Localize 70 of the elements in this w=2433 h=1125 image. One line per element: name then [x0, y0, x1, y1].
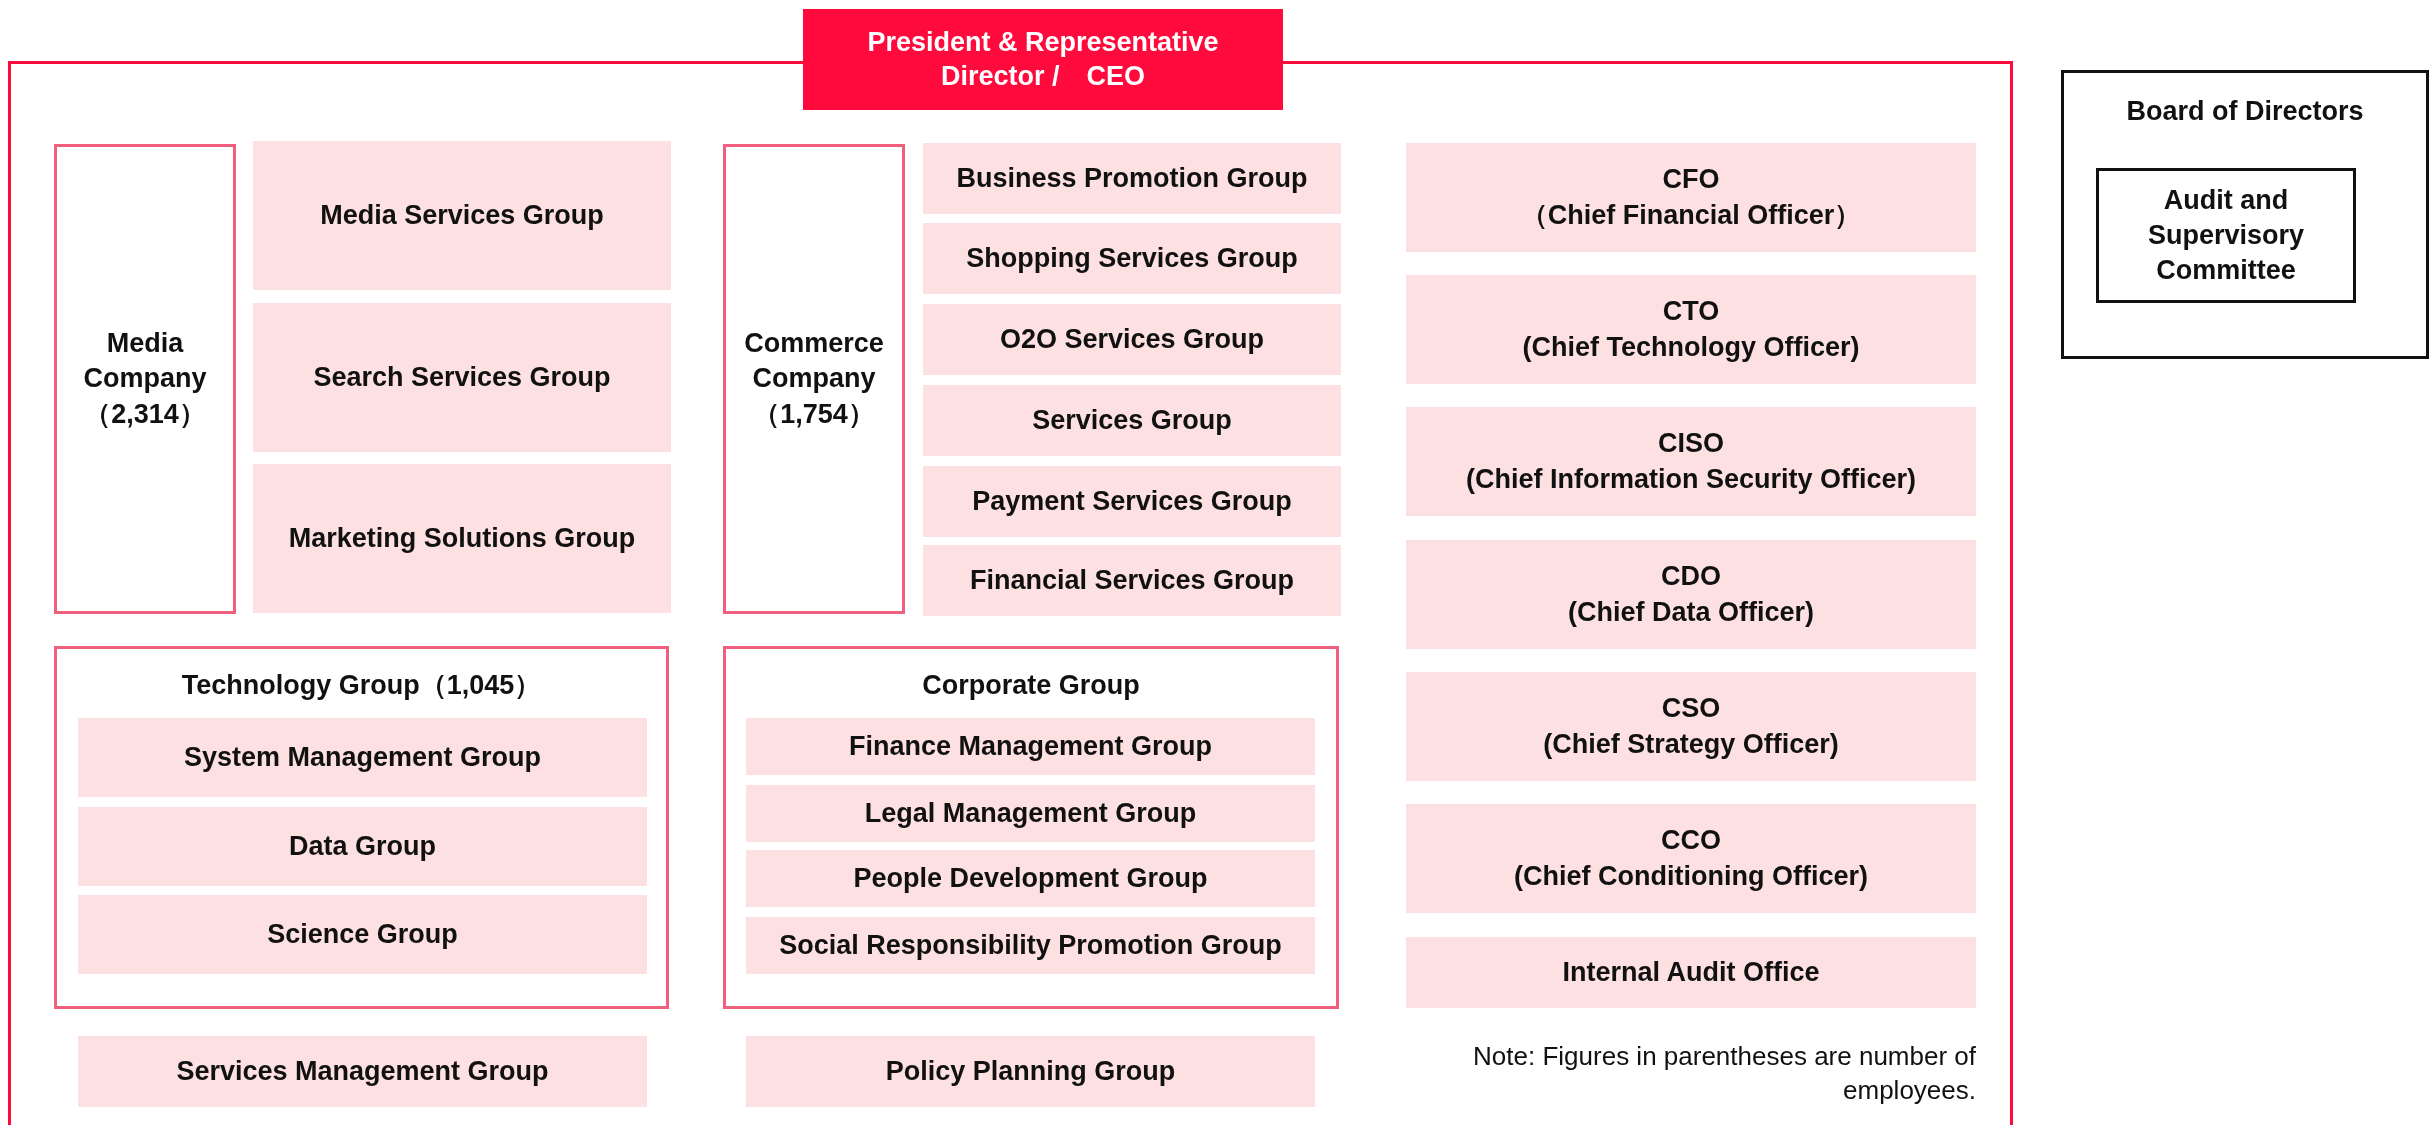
department-name: Policy Planning Group [885, 1054, 1176, 1088]
department-name: O2O Services Group [999, 322, 1265, 356]
department-box [923, 545, 1341, 616]
officer-title: CSO [1661, 692, 1721, 726]
department-box [923, 304, 1341, 375]
department-name: Marketing Solutions Group [288, 521, 636, 555]
department-name: Media Services Group [320, 198, 604, 232]
department-name: Internal Audit Office [1562, 955, 1820, 989]
department-name: Finance Management Group [848, 729, 1213, 763]
officer-box [1406, 804, 1976, 913]
department-box [253, 303, 671, 452]
department-name: Search Services Group [313, 360, 611, 394]
department-box [78, 718, 647, 797]
officer-role: （Chief Financial Officer） [1520, 198, 1862, 232]
department-box [923, 466, 1341, 537]
group-frame [723, 646, 1339, 1009]
officer-box [1406, 540, 1976, 649]
company-name: Media Company （2,314） [82, 327, 208, 431]
department-name: Business Promotion Group [956, 161, 1308, 195]
department-box [1406, 937, 1976, 1008]
department-box [746, 785, 1315, 842]
department-box [78, 1036, 647, 1107]
department-box [746, 850, 1315, 907]
officer-title: CTO [1662, 295, 1720, 329]
group-heading: Technology Group（1,045） [180, 669, 543, 702]
department-name: Payment Services Group [972, 484, 1292, 518]
department-name: Financial Services Group [969, 563, 1295, 597]
officer-title: CCO [1661, 824, 1721, 858]
officer-box [1406, 143, 1976, 252]
footnote: Note: Figures in parentheses are number of employees. [1472, 1040, 1976, 1107]
company-box [54, 144, 236, 614]
officer-box [1406, 407, 1976, 516]
officer-role: (Chief Data Officer) [1567, 595, 1814, 629]
department-name: Social Responsibility Promotion Group [779, 928, 1282, 962]
department-name: People Development Group [853, 861, 1208, 895]
department-name: Science Group [267, 917, 458, 951]
board-heading: Board of Directors [2125, 95, 2365, 128]
officer-role: (Chief Technology Officer) [1522, 330, 1860, 364]
department-box [78, 807, 647, 886]
department-name: Data Group [289, 829, 436, 863]
department-box [923, 223, 1341, 294]
department-box [746, 718, 1315, 775]
committee-name: Audit and Supervisory Committee [2146, 183, 2306, 288]
board-box [2061, 70, 2429, 359]
department-name: Legal Management Group [864, 796, 1197, 830]
department-box [78, 895, 647, 974]
officer-role: (Chief Strategy Officer) [1543, 727, 1839, 761]
officer-role: (Chief Conditioning Officer) [1514, 859, 1868, 893]
group-heading: Corporate Group [921, 669, 1141, 702]
department-box [746, 917, 1315, 974]
officer-title: CISO [1658, 427, 1724, 461]
department-name: Services Group [1032, 403, 1232, 437]
department-box [746, 1036, 1315, 1107]
department-box [253, 464, 671, 613]
department-box [253, 141, 671, 290]
company-name: Commerce Company （1,754） [743, 327, 885, 431]
officer-title: CFO [1662, 163, 1720, 197]
department-name: System Management Group [183, 740, 542, 774]
officer-role: (Chief Information Security Officer) [1465, 462, 1917, 496]
department-box [923, 385, 1341, 456]
department-name: Shopping Services Group [966, 241, 1298, 275]
group-frame [54, 646, 669, 1009]
officer-box [1406, 275, 1976, 384]
officer-box [1406, 672, 1976, 781]
officer-title: CDO [1661, 560, 1721, 594]
department-box [923, 143, 1341, 214]
frame-heading: President & Representative Director / CEO [803, 9, 1283, 110]
department-name: Services Management Group [176, 1054, 549, 1088]
company-box [723, 144, 905, 614]
committee-box [2096, 168, 2356, 303]
